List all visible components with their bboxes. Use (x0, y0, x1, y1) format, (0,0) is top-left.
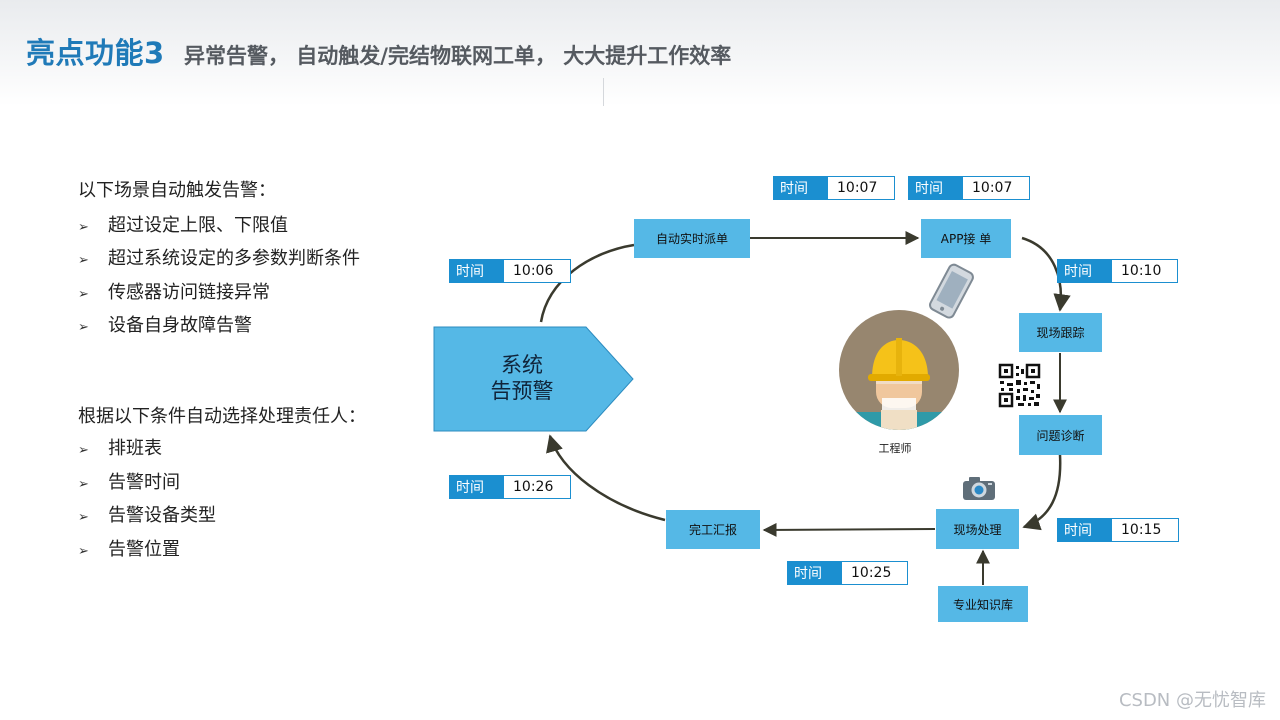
node-app-accept: APP接 单 (921, 219, 1011, 258)
page-subtitle: 异常告警， 自动触发/完结物联网工单， 大大提升工作效率 (184, 44, 732, 68)
connector-diagnose-to-handle (1022, 454, 1062, 531)
list-item: ➢设备自身故障告警 (78, 315, 252, 336)
phone-icon (929, 263, 974, 319)
node-diagnosis: 问题诊断 (1019, 415, 1102, 455)
bullet-arrow-icon: ➢ (78, 253, 89, 268)
bullet-arrow-icon: ➢ (78, 287, 89, 302)
assign-heading: 根据以下条件自动选择处理责任人： (78, 406, 366, 427)
watermark: CSDN @无忧智库 (1118, 690, 1266, 711)
node-site-tracking: 现场跟踪 (1019, 313, 1102, 352)
page-title: 亮点功能3 (26, 36, 165, 70)
list-item: ➢告警位置 (78, 539, 180, 560)
list-item: ➢超过设定上限、下限值 (78, 215, 288, 236)
qr-code-icon (998, 363, 1041, 408)
bullet-arrow-icon: ➢ (78, 477, 89, 492)
camera-icon (963, 477, 995, 500)
bullet-arrow-icon: ➢ (78, 320, 89, 335)
connector-report-to-system (546, 434, 666, 522)
list-item: ➢告警时间 (78, 472, 180, 493)
header-divider (603, 78, 604, 106)
list-item: ➢排班表 (78, 438, 162, 459)
system-alert-shape (433, 326, 634, 432)
engineer-avatar (839, 310, 959, 430)
connector-start-to-dispatch (539, 243, 635, 323)
connector-app-to-track (1021, 236, 1071, 312)
bullet-arrow-icon: ➢ (78, 220, 89, 235)
bullet-arrow-icon: ➢ (78, 510, 89, 525)
trigger-heading: 以下场景自动触发告警： (78, 180, 276, 201)
header-bar (0, 0, 1280, 106)
engineer-label: 工程师 (878, 442, 912, 455)
node-knowledge-base: 专业知识库 (938, 586, 1028, 622)
system-alert-label: 系统 告预警 (490, 353, 554, 403)
connector-handle-to-report (762, 522, 936, 537)
node-completion-report: 完工汇报 (666, 510, 760, 549)
list-item: ➢告警设备类型 (78, 505, 216, 526)
list-item: ➢传感器访问链接异常 (78, 282, 270, 303)
bullet-arrow-icon: ➢ (78, 544, 89, 559)
bullet-arrow-icon: ➢ (78, 443, 89, 458)
node-auto-dispatch: 自动实时派单 (634, 219, 750, 258)
list-item: ➢超过系统设定的多参数判断条件 (78, 248, 360, 269)
node-site-handling: 现场处理 (936, 509, 1019, 549)
